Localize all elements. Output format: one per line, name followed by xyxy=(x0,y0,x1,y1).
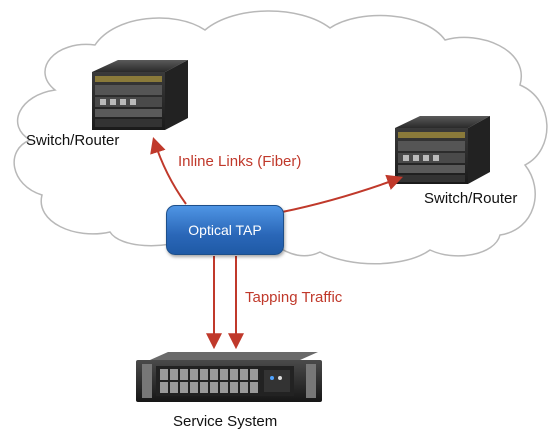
switch-router-left-label: Switch/Router xyxy=(26,132,120,149)
switch-router-right-icon xyxy=(395,116,490,184)
inline-link-arrow-left xyxy=(150,136,187,205)
optical-tap-label: Optical TAP xyxy=(188,222,262,238)
optical-tap-box: Optical TAP xyxy=(166,205,284,255)
service-system-label: Service System xyxy=(173,413,278,430)
tapping-traffic-label: Tapping Traffic xyxy=(245,289,343,306)
inline-link-arrow-right xyxy=(281,174,404,213)
switch-router-left-icon xyxy=(92,60,188,130)
rack-server-icon xyxy=(136,352,322,402)
switch-router-right-label: Switch/Router xyxy=(424,190,518,207)
inline-links-label: Inline Links (Fiber) xyxy=(178,153,302,170)
